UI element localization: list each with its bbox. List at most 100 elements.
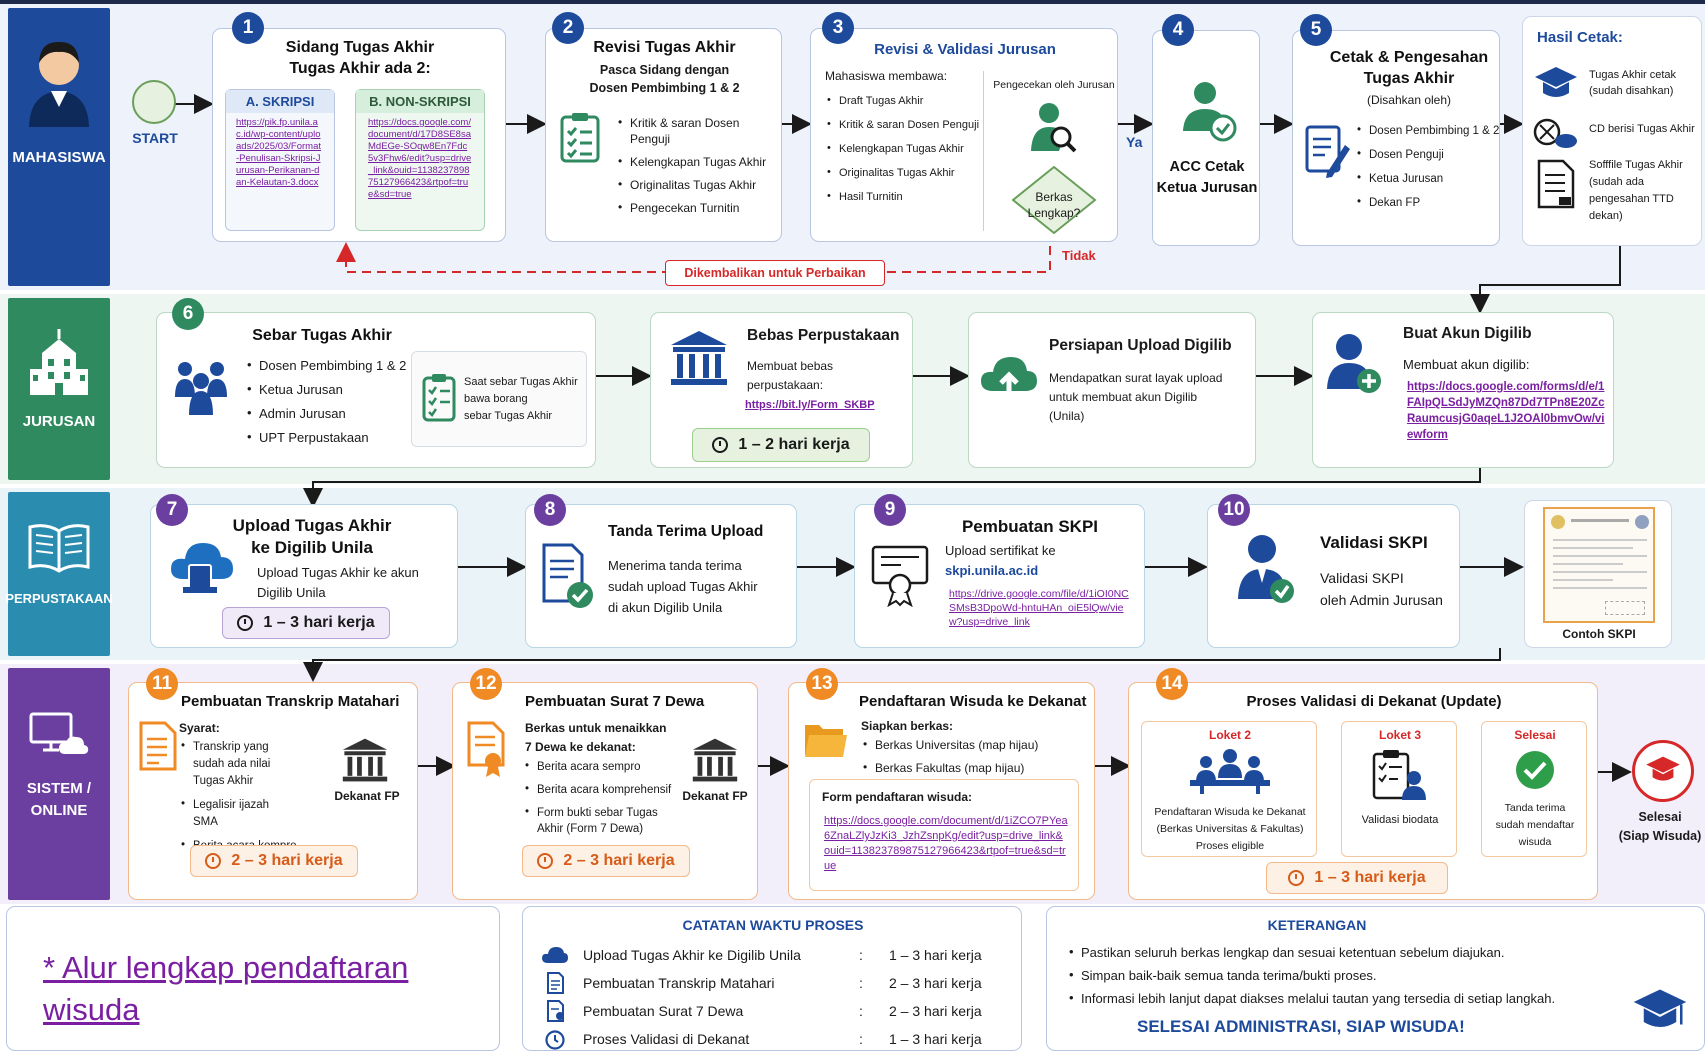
decision-label: Berkas Lengkap? bbox=[1027, 190, 1081, 220]
cloud-upload-icon bbox=[981, 357, 1037, 399]
step-6-box: Sebar Tugas Akhir Dosen Pembimbing 1 & 2… bbox=[156, 312, 596, 468]
step-2-item: Originalitas Tugas Akhir bbox=[616, 176, 781, 193]
bebas-link[interactable]: https://bit.ly/Form_SKBP bbox=[745, 399, 875, 411]
loket-3-title: Loket 3 bbox=[1378, 728, 1421, 742]
clock-icon bbox=[712, 437, 729, 453]
step-7-desc: Upload Tugas Akhir ke akun Digilib Unila bbox=[257, 565, 419, 600]
building-icon bbox=[30, 329, 88, 395]
step-1-title: Sidang Tugas Akhir Tugas Akhir ada 2: bbox=[285, 39, 435, 77]
hasil-item: Tugas Akhir cetak (sudah disahkan) bbox=[1589, 69, 1677, 97]
step-9-box: Pembuatan SKPI Upload sertifikat ke skpi… bbox=[854, 504, 1145, 648]
step-8-title: Tanda Terima Upload bbox=[608, 523, 764, 540]
certificate-icon bbox=[871, 545, 929, 607]
akun-desc: Membuat akun digilib: bbox=[1403, 357, 1530, 372]
start-node bbox=[132, 80, 176, 124]
step-13-form-label: Form pendaftaran wisuda: bbox=[822, 790, 973, 804]
document-icon bbox=[547, 972, 564, 994]
persiapan-box: Persiapan Upload Digilib Mendapatkan sur… bbox=[968, 312, 1256, 468]
certificate-doc-icon bbox=[467, 721, 505, 777]
clipboard-icon bbox=[422, 374, 456, 422]
step-5-item: Dosen Penguji bbox=[1355, 146, 1505, 164]
step-9-link[interactable]: https://drive.google.com/file/d/1iOI0NCS… bbox=[949, 588, 1129, 628]
step-12-title: Pembuatan Surat 7 Dewa bbox=[525, 693, 705, 710]
step-4-box: ACC Cetak Ketua Jurusan bbox=[1152, 30, 1260, 246]
skripsi-title: A. SKRIPSI bbox=[226, 90, 334, 113]
step-2-box: Revisi Tugas Akhir Pasca Sidang dengan D… bbox=[545, 28, 782, 242]
step-12-time-pill: 2 – 3 hari kerja bbox=[522, 845, 690, 877]
step-3-box: Revisi & Validasi Jurusan Mahasiswa memb… bbox=[810, 28, 1118, 242]
catatan-row: Upload Tugas Akhir ke Digilib Unila:1 – … bbox=[541, 941, 1011, 969]
step-2-number: 2 bbox=[552, 12, 584, 44]
contoh-skpi-box: Contoh SKPI bbox=[1524, 500, 1672, 648]
step-3-item: Kelengkapan Tugas Akhir bbox=[825, 140, 1005, 158]
library-building-icon bbox=[671, 331, 727, 385]
akun-title: Buat Akun Digilib bbox=[1403, 325, 1532, 342]
step-11-dekan: Dekanat FP bbox=[334, 789, 400, 803]
step-12-item: Berita acara sempro bbox=[523, 758, 673, 775]
step-12-intro: Berkas untuk menaikkan 7 Dewa ke dekanat… bbox=[525, 721, 667, 754]
step-8-box: Tanda Terima Upload Menerima tanda terim… bbox=[525, 504, 797, 648]
akun-link[interactable]: https://docs.google.com/forms/d/e/1FAIpQ… bbox=[1407, 381, 1605, 441]
check-circle-icon bbox=[1516, 751, 1554, 789]
loket-2-card: Loket 2 Pendaftaran Wisuda ke Dekanat (B… bbox=[1141, 721, 1317, 857]
document-pen-icon bbox=[1305, 125, 1350, 178]
graduation-cap-icon bbox=[1633, 989, 1687, 1027]
akun-box: Buat Akun Digilib Membuat akun digilib: … bbox=[1312, 312, 1614, 468]
clock-icon bbox=[537, 853, 554, 869]
clock-icon bbox=[237, 615, 254, 631]
step-11-title: Pembuatan Transkrip Matahari bbox=[181, 693, 400, 710]
step-1-box: Sidang Tugas Akhir Tugas Akhir ada 2: A.… bbox=[212, 28, 506, 242]
step-11-list: Transkrip yang sudah ada nilai Tugas Akh… bbox=[179, 738, 297, 862]
keterangan-item: Pastikan seluruh berkas lengkap dan sesu… bbox=[1067, 944, 1627, 961]
step-3-intro: Mahasiswa membawa: bbox=[825, 69, 948, 83]
hasil-cetak-box: Hasil Cetak: Tugas Akhir cetak (sudah di… bbox=[1522, 16, 1702, 246]
step-6-number: 6 bbox=[172, 298, 204, 330]
step-5-item: Dekan FP bbox=[1355, 194, 1505, 212]
step-11-time: 2 – 3 hari kerja bbox=[231, 852, 343, 869]
meeting-icon bbox=[1190, 749, 1270, 794]
people-group-icon bbox=[175, 362, 227, 415]
decision-no: Tidak bbox=[1062, 248, 1096, 263]
step-12-item: Berita acara komprehensif bbox=[523, 781, 673, 798]
step-11-number: 11 bbox=[146, 668, 178, 700]
graduation-finish-node bbox=[1632, 740, 1694, 802]
step-8-number: 8 bbox=[534, 494, 566, 526]
step-6-item: Admin Jurusan bbox=[245, 404, 415, 422]
softfile-icon bbox=[1537, 159, 1575, 209]
step-6-item: Dosen Pembimbing 1 & 2 bbox=[245, 356, 415, 374]
step-10-box: Validasi SKPI Validasi SKPI oleh Admin J… bbox=[1207, 504, 1460, 648]
folder-icon bbox=[805, 725, 847, 757]
step-7-time: 1 – 3 hari kerja bbox=[263, 614, 375, 631]
step-5-box: Cetak & Pengesahan Tugas Akhir (Disahkan… bbox=[1292, 30, 1500, 246]
step-2-title: Revisi Tugas Akhir bbox=[593, 39, 736, 56]
non-skripsi-title: B. NON-SKRIPSI bbox=[356, 90, 484, 113]
transcript-icon bbox=[139, 721, 177, 771]
step-5-subtitle: (Disahkan oleh) bbox=[1366, 93, 1452, 107]
decision-yes: Ya bbox=[1126, 134, 1143, 150]
step-2-subtitle: Pasca Sidang dengan Dosen Pembimbing 1 &… bbox=[589, 63, 740, 95]
non-skripsi-link[interactable]: https://docs.google.com/document/d/17D8S… bbox=[368, 117, 472, 200]
step-11-syarat: Syarat: bbox=[179, 721, 220, 735]
step-13-link[interactable]: https://docs.google.com/document/d/1iZCO… bbox=[824, 815, 1068, 872]
full-flow-link[interactable]: * Alur lengkap pendaftaran wisuda bbox=[43, 950, 409, 1027]
step-7-title: Upload Tugas Akhir ke Digilib Unila bbox=[232, 516, 392, 557]
skripsi-link[interactable]: https://pik.fp.unila.ac.id/wp-content/up… bbox=[236, 117, 322, 188]
step-14-number: 14 bbox=[1156, 668, 1188, 700]
step-6-note-card: Saat sebar Tugas Akhir bawa borang sebar… bbox=[411, 351, 587, 447]
step-3-item: Hasil Turnitin bbox=[825, 188, 1005, 206]
step-3-number: 3 bbox=[822, 12, 854, 44]
step-2-item: Kritik & saran Dosen Penguji bbox=[616, 114, 781, 147]
step-14-time: 1 – 3 hari kerja bbox=[1314, 869, 1426, 886]
selesai-title: Selesai bbox=[1514, 728, 1556, 742]
step-11-item: Legalisir ijazah SMA bbox=[179, 796, 297, 831]
certificate-doc-icon bbox=[547, 1000, 564, 1022]
step-12-dekan: Dekanat FP bbox=[682, 789, 748, 803]
clock-icon bbox=[545, 1030, 565, 1050]
step-14-title: Proses Validasi di Dekanat (Update) bbox=[1246, 693, 1502, 710]
catatan-label: Proses Validasi di Dekanat bbox=[583, 1031, 750, 1047]
lane-label-perpustakaan: PERPUSTAKAAN bbox=[5, 591, 113, 606]
final-label: Selesai (Siap Wisuda) bbox=[1618, 810, 1702, 843]
bebas-time: 1 – 2 hari kerja bbox=[738, 436, 850, 453]
step-2-item: Kelengkapan Tugas Akhir bbox=[616, 153, 781, 170]
persiapan-title: Persiapan Upload Digilib bbox=[1049, 337, 1232, 354]
